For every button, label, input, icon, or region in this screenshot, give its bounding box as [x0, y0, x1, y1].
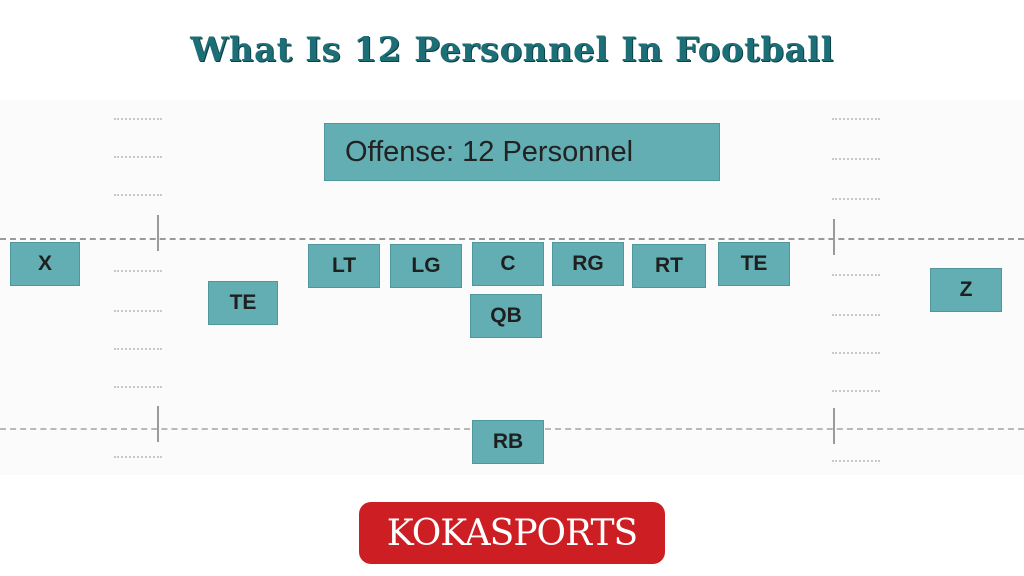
hash-mark-vertical	[157, 215, 159, 251]
personnel-banner: Offense: 12 Personnel	[324, 123, 720, 181]
hash-mark-vertical	[833, 408, 835, 444]
position-z: Z	[930, 268, 1002, 312]
lower-yard-line	[545, 428, 1024, 430]
hash-mark	[832, 314, 880, 316]
position-c: C	[472, 242, 544, 286]
hash-mark	[832, 158, 880, 160]
hash-mark	[832, 460, 880, 462]
hash-mark	[114, 310, 162, 312]
hash-mark	[114, 456, 162, 458]
position-te-right: TE	[718, 242, 790, 286]
hash-mark	[832, 274, 880, 276]
position-te-left: TE	[208, 281, 278, 325]
line-of-scrimmage	[0, 238, 1024, 240]
hash-mark	[114, 156, 162, 158]
hash-mark-vertical	[157, 406, 159, 442]
hash-mark	[832, 118, 880, 120]
hash-mark	[114, 118, 162, 120]
hash-mark	[832, 198, 880, 200]
hash-mark-vertical	[833, 219, 835, 255]
kokasports-logo[interactable]: KOKASPORTS	[359, 502, 665, 564]
position-rt: RT	[632, 244, 706, 288]
position-lt: LT	[308, 244, 380, 288]
hash-mark	[832, 390, 880, 392]
hash-mark	[114, 348, 162, 350]
hash-mark	[114, 194, 162, 196]
hash-mark	[832, 352, 880, 354]
position-x: X	[10, 242, 80, 286]
page-title: What Is 12 Personnel In Football	[190, 30, 834, 70]
position-lg: LG	[390, 244, 462, 288]
lower-yard-line	[0, 428, 470, 430]
position-rg: RG	[552, 242, 624, 286]
position-qb: QB	[470, 294, 542, 338]
hash-mark	[114, 270, 162, 272]
position-rb: RB	[472, 420, 544, 464]
hash-mark	[114, 386, 162, 388]
